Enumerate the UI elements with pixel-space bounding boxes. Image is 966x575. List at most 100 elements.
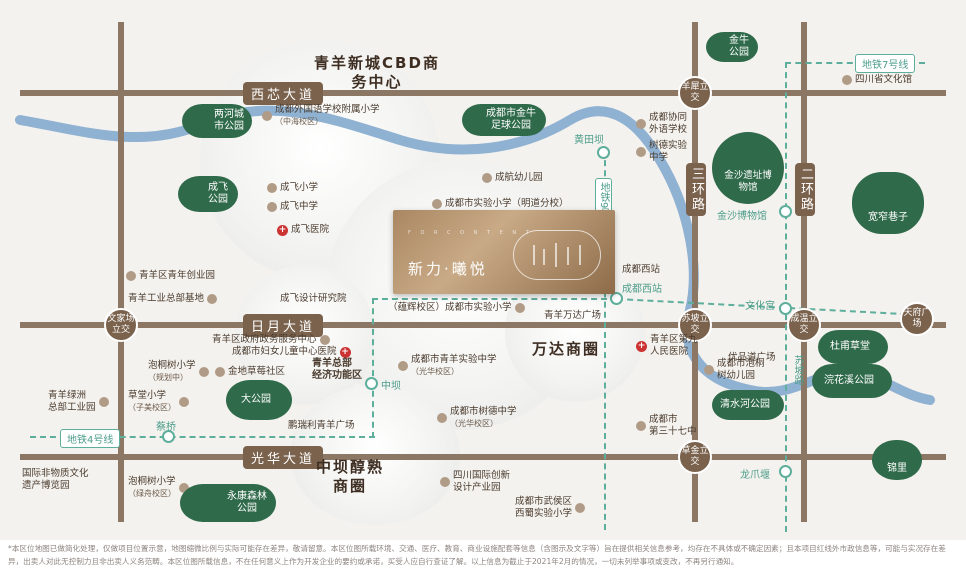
metro-line9 [604,150,606,530]
metro-line4-upper [372,298,617,300]
poi-shude-shiyan: 树德实验中学 [636,140,687,164]
district-wanda: 万达商圈 [532,340,601,358]
kindergarten-icon [482,173,492,183]
station-chengduxi: 成都西站 [622,284,662,295]
school-icon [514,303,525,313]
park-kuanzhai[interactable]: 宽窄巷子 [852,172,924,234]
park-da: 大公园 [226,380,292,420]
school-icon [432,199,442,209]
school-icon [636,147,646,157]
poi-xiezhong: 成都协同外语学校 [636,112,687,136]
school-icon [437,413,447,423]
poi-chengfei-primary: 成飞小学 [267,182,318,194]
gov-icon [319,335,330,345]
hospital-icon: + [339,346,351,358]
node-yangxi: 羊犀立交 [678,76,712,110]
station-longzhuayan: 龙爪堰 [740,470,770,481]
station-zhongba: 中坝 [381,381,401,392]
poi-paotong-lvzhou: 泡桐树小学（绿舟校区） [128,476,189,500]
park-jinniu: 成都市金牛足球公园 [462,104,546,136]
park-yongkang: 永康森林公园 [180,484,276,522]
station-chengduxi-dot [610,292,623,305]
poi-industry-base: 青羊工业总部基地 [128,293,218,305]
park-huanhuaxi: 浣花溪公园 [812,364,892,398]
building-icon [126,271,136,281]
disclaimer-text: *本区位地图已做简化处理，仅做项目位置示意，地图缩微比例与实际可能存在差异，敬请… [8,544,946,566]
road-riyue [20,322,946,328]
road-guanghua [20,454,946,460]
node-tianfu: 天府广场 [900,302,934,336]
road-label-erhuan: 二环路 [795,163,815,216]
poi-wuhou: 成都市武侯区西蜀实验小学 [515,496,586,520]
station-zhongba-dot [365,377,378,390]
station-jinsha-dot [779,205,792,218]
station-huangtianba-dot [597,146,610,159]
road-sanhuan [692,22,698,522]
poi-culture-center: 四川省文化馆 [842,74,912,86]
poi-youth-park: 青羊区青年创业园 [126,270,215,282]
park-dufu: 杜甫草堂 [818,330,888,364]
hospital-icon: + [277,224,288,236]
node-chengwen: 成温立交 [787,308,821,342]
district-zhongba: 中坝醇熟商圈 [315,458,384,495]
school-icon [636,421,646,431]
poi-chengdu-foreign: 成都外国语学校附属小学（中海校区） [262,104,380,128]
community-icon [215,367,225,377]
school-icon [179,397,189,407]
metro-label-line4: 地铁4号线 [60,429,121,448]
poi-chengfei-middle: 成飞中学 [267,201,318,213]
park-jinniu-top: 金牛公园 [706,32,758,62]
project-name: 新力·曦悦 [408,260,488,278]
landmark-icon [842,75,852,85]
metro-line4-vertical [372,298,374,438]
poi-qingyang-hospital: +青羊区第九人民医院 [636,334,698,357]
poi-qingyang-shiyan: 成都市青羊实验中学（光华校区） [398,354,497,378]
school-icon [636,119,646,129]
school-icon [179,483,189,493]
building-icon [207,294,218,304]
poi-shude-middle: 成都市树德中学（光华校区） [437,406,517,430]
poi-chengduxi-label: 成都西站 [622,264,661,275]
poi-feiwuzhi: 国际非物质文化遗产博览园 [22,468,89,491]
station-wenhuagong: 文化宫 [745,301,775,312]
road-label-sanhuan: 三环路 [686,163,706,216]
poi-hq-area: 青羊总部经济功能区 [312,358,362,381]
road-label-guanghua: 光华大道 [243,446,324,469]
district-cbd: 青羊新城CBD商务中心 [314,54,440,91]
location-map: 西芯大道 日月大道 光华大道 三环路 二环路 羊犀立交 文家场立交 苏坡立交 成… [0,0,966,540]
school-icon [267,183,277,193]
road-xixin [20,90,946,96]
station-jinsha: 金沙博物馆 [717,211,767,222]
node-wenjiachang: 文家场立交 [104,308,138,342]
poi-shiyan-yunhui: （蕴辉校区）成都市实验小学 [388,302,525,314]
node-caojin: 草金立交 [678,440,712,474]
school-icon [262,111,272,121]
poi-pengrui: 鹏瑞利青羊广场 [288,420,355,431]
project-marker[interactable]: F O R C O N T E N T 新力·曦悦 [393,210,615,294]
poi-hangkong-kg: 成航幼儿园 [482,172,543,184]
station-supolu: 苏坡路 [792,355,803,385]
station-huangtianba: 黄田坝 [574,135,604,146]
metro-label-line7: 地铁7号线 [855,54,916,73]
poi-sichuan-innovation: 四川国际创新设计产业园 [440,470,510,494]
project-name-en: F O R C O N T E N T [408,230,533,236]
station-caiqiao-dot [162,430,175,443]
station-wenhuagong-dot [779,302,792,315]
poi-caotang: 草堂小学（子美校区） [128,390,189,414]
poi-chengfei-research: 成飞设计研究院 [280,293,347,304]
poi-gov-center: 青羊区政府政务服务中心 [212,334,330,346]
metro-line7 [785,62,787,532]
park-jinsha[interactable]: 金沙遗址博物馆 [712,132,784,204]
park-jinli: 锦里 [872,440,922,480]
road-label-riyue: 日月大道 [243,314,324,337]
kindergarten-icon [704,365,714,375]
school-icon [267,202,277,212]
poi-lvzhou: 青羊绿洲总部工业园 [48,390,109,414]
poi-paotong-kg: 成都市泡桐树幼儿园 [704,358,765,382]
poi-wanda-plaza: 青羊万达广场 [544,310,602,321]
building-icon [98,397,109,407]
station-caiqiao: 蔡桥 [156,422,176,433]
park-chengfei: 成飞公园 [178,176,238,212]
building-icon [440,477,450,487]
road-erhuan [801,22,807,522]
